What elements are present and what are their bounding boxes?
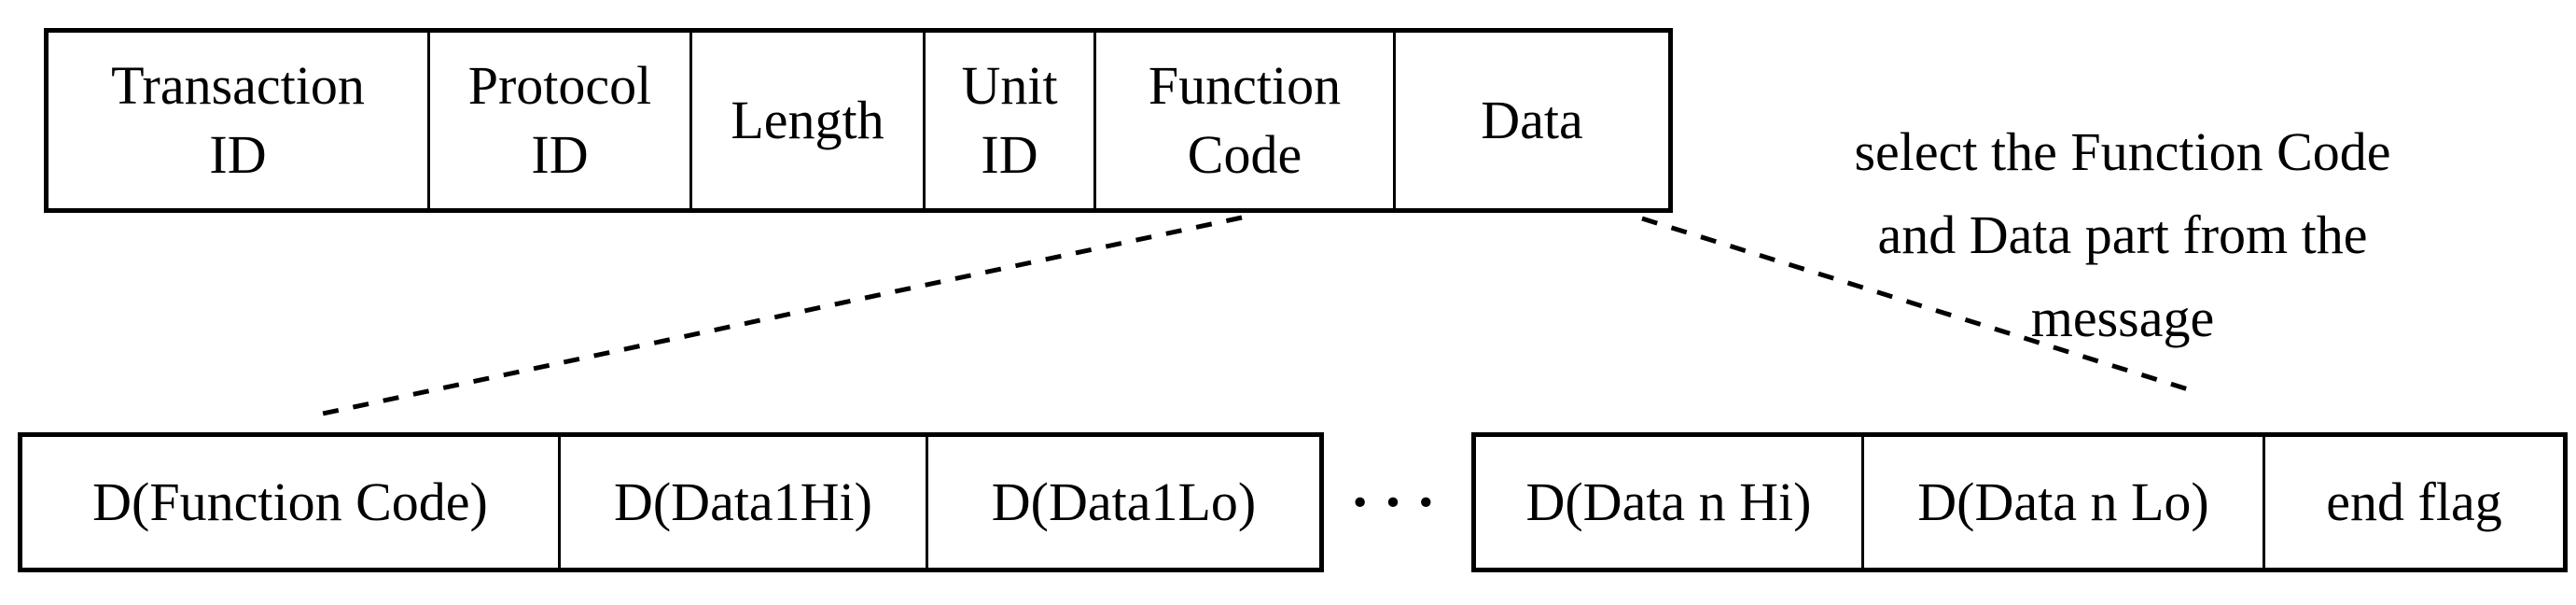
cell-label: D(Data n Hi) [1525, 471, 1812, 532]
payload-cell-data1lo: D(Data1Lo) [926, 437, 1319, 568]
cell-label: Unit [961, 55, 1058, 116]
cell-label: ID [981, 124, 1038, 185]
cell-label: Data [1481, 90, 1583, 150]
payload-table-left: D(Function Code) D(Data1Hi) D(Data1Lo) [18, 432, 1324, 572]
payload-cell-end-flag: end flag [2263, 437, 2563, 568]
message-header-table: Transaction ID Protocol ID Length Unit I… [44, 28, 1673, 213]
annotation-line: message [2030, 288, 2215, 348]
cell-label: ID [209, 124, 267, 185]
header-cell-transaction-id: Transaction ID [49, 33, 427, 208]
payload-table-right: D(Data n Hi) D(Data n Lo) end flag [1471, 432, 2568, 572]
cell-label: ID [531, 124, 589, 185]
ellipsis: ··· [1349, 469, 1450, 535]
header-cell-protocol-id: Protocol ID [427, 33, 689, 208]
cell-label: Function [1148, 55, 1342, 116]
dashed-connector-left [309, 215, 1243, 419]
payload-cell-data-n-hi: D(Data n Hi) [1476, 437, 1861, 568]
annotation-line: select the Function Code [1854, 121, 2391, 182]
cell-label: Length [731, 90, 884, 150]
cell-label: Code [1187, 124, 1302, 185]
payload-cell-function-code: D(Function Code) [22, 437, 558, 568]
cell-label: D(Data1Hi) [613, 471, 872, 532]
cell-label: Transaction [111, 55, 365, 116]
payload-cell-data-n-lo: D(Data n Lo) [1861, 437, 2263, 568]
cell-label: Protocol [467, 55, 652, 116]
header-cell-unit-id: Unit ID [923, 33, 1093, 208]
annotation-line: and Data part from the [1877, 204, 2368, 265]
annotation-text: select the Function Code and Data part f… [1675, 110, 2570, 359]
header-cell-function-code: Function Code [1093, 33, 1393, 208]
cell-label: D(Function Code) [92, 471, 488, 532]
cell-label: D(Data n Lo) [1917, 471, 2209, 532]
payload-cell-data1hi: D(Data1Hi) [558, 437, 926, 568]
header-cell-length: Length [689, 33, 923, 208]
cell-label: end flag [2326, 471, 2502, 532]
header-cell-data: Data [1393, 33, 1668, 208]
cell-label: D(Data1Lo) [991, 471, 1257, 532]
